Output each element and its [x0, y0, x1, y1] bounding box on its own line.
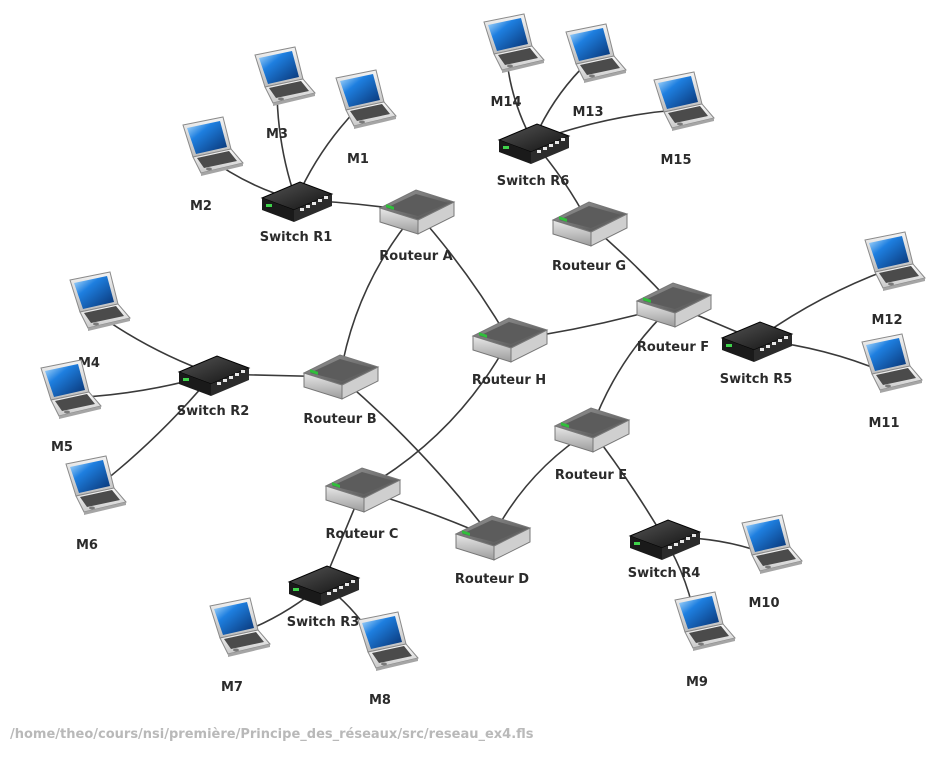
router-label: Routeur H: [472, 373, 546, 388]
switch-icon: [261, 181, 333, 223]
switch-label: Switch R2: [177, 404, 250, 419]
router-icon: [636, 282, 712, 328]
laptop-label: M12: [871, 313, 902, 328]
switch-r6: Switch R6: [497, 123, 570, 189]
laptop-icon: [483, 13, 545, 74]
laptop-m8: M8: [357, 611, 419, 708]
laptop-icon: [209, 597, 271, 658]
router-label: Routeur G: [552, 259, 626, 274]
switch-r5: Switch R5: [720, 321, 793, 387]
laptop-m3: M3: [254, 46, 316, 142]
laptop-label: M7: [221, 680, 243, 695]
laptop-label: M11: [868, 416, 899, 431]
router-label: Routeur C: [326, 527, 399, 542]
switch-r2: Switch R2: [177, 355, 250, 419]
nodes-layer: Routeur A Routeur B Routeur C Routeur D Rout…: [40, 13, 926, 708]
switch-label: Switch R6: [497, 174, 570, 189]
router-icon: [554, 407, 630, 453]
laptop-m2: M2: [182, 116, 244, 214]
laptop-label: M3: [266, 127, 288, 142]
laptop-label: M8: [369, 693, 391, 708]
router-icon: [455, 515, 531, 561]
laptop-icon: [335, 69, 397, 130]
router-icon: [472, 317, 548, 363]
router-label: Routeur A: [379, 249, 452, 264]
laptop-icon: [741, 514, 803, 575]
router-icon: [325, 467, 401, 513]
laptop-m4: M4: [69, 271, 131, 371]
switch-icon: [629, 519, 701, 561]
router-icon: [379, 189, 455, 235]
laptop-icon: [254, 46, 316, 107]
laptop-icon: [864, 231, 926, 292]
router-icon: [303, 354, 379, 400]
laptop-m10: M10: [741, 514, 803, 611]
laptop-label: M10: [748, 596, 779, 611]
laptop-label: M4: [78, 356, 100, 371]
laptop-label: M14: [490, 95, 521, 110]
laptop-m11: M11: [861, 333, 923, 431]
switch-label: Switch R3: [287, 615, 360, 630]
switch-r1: Switch R1: [260, 181, 333, 245]
router-e: Routeur E: [554, 407, 630, 483]
router-icon: [552, 201, 628, 247]
laptop-m13: M13: [565, 23, 627, 120]
link-a-b: [339, 211, 417, 378]
laptop-m6: M6: [65, 455, 127, 553]
laptop-label: M9: [686, 675, 708, 690]
switch-icon: [178, 355, 250, 397]
laptop-label: M15: [660, 153, 691, 168]
laptop-m9: M9: [674, 591, 736, 690]
link-c-h: [361, 339, 510, 491]
file-path-footer: /home/theo/cours/nsi/première/Principe_d…: [10, 727, 534, 742]
laptop-icon: [565, 23, 627, 84]
laptop-icon: [182, 116, 244, 177]
laptop-m7: M7: [209, 597, 271, 695]
laptop-icon: [69, 271, 131, 332]
switch-icon: [721, 321, 793, 363]
switch-r4: Switch R4: [628, 519, 701, 581]
switch-r3: Switch R3: [287, 565, 360, 630]
router-f: Routeur F: [636, 282, 712, 355]
laptop-icon: [861, 333, 923, 394]
laptop-label: M5: [51, 440, 73, 455]
link-a-h: [415, 211, 510, 341]
laptop-m14: M14: [483, 13, 545, 110]
laptop-icon: [674, 591, 736, 652]
laptop-icon: [65, 455, 127, 516]
link-e-f: [590, 304, 674, 431]
laptop-m1: M1: [335, 69, 397, 167]
router-d: Routeur D: [455, 515, 531, 587]
switch-label: Switch R5: [720, 372, 793, 387]
laptop-label: M2: [190, 199, 212, 214]
switch-label: Switch R1: [260, 230, 333, 245]
router-a: Routeur A: [379, 189, 455, 264]
router-label: Routeur F: [637, 340, 709, 355]
laptop-icon: [357, 611, 419, 672]
link-b-d: [339, 376, 493, 539]
switch-icon: [288, 565, 360, 607]
laptop-m15: M15: [653, 71, 715, 168]
router-g: Routeur G: [552, 201, 628, 274]
laptop-label: M6: [76, 538, 98, 553]
laptop-label: M1: [347, 152, 369, 167]
laptop-icon: [653, 71, 715, 132]
laptop-m12: M12: [864, 231, 926, 328]
laptop-m5: M5: [40, 359, 102, 455]
laptop-label: M13: [572, 105, 603, 120]
switch-label: Switch R4: [628, 566, 701, 581]
switch-icon: [498, 123, 570, 165]
router-h: Routeur H: [472, 317, 548, 388]
router-label: Routeur E: [555, 468, 627, 483]
router-label: Routeur D: [455, 572, 529, 587]
router-label: Routeur B: [303, 412, 376, 427]
router-b: Routeur B: [303, 354, 379, 427]
router-c: Routeur C: [325, 467, 401, 542]
